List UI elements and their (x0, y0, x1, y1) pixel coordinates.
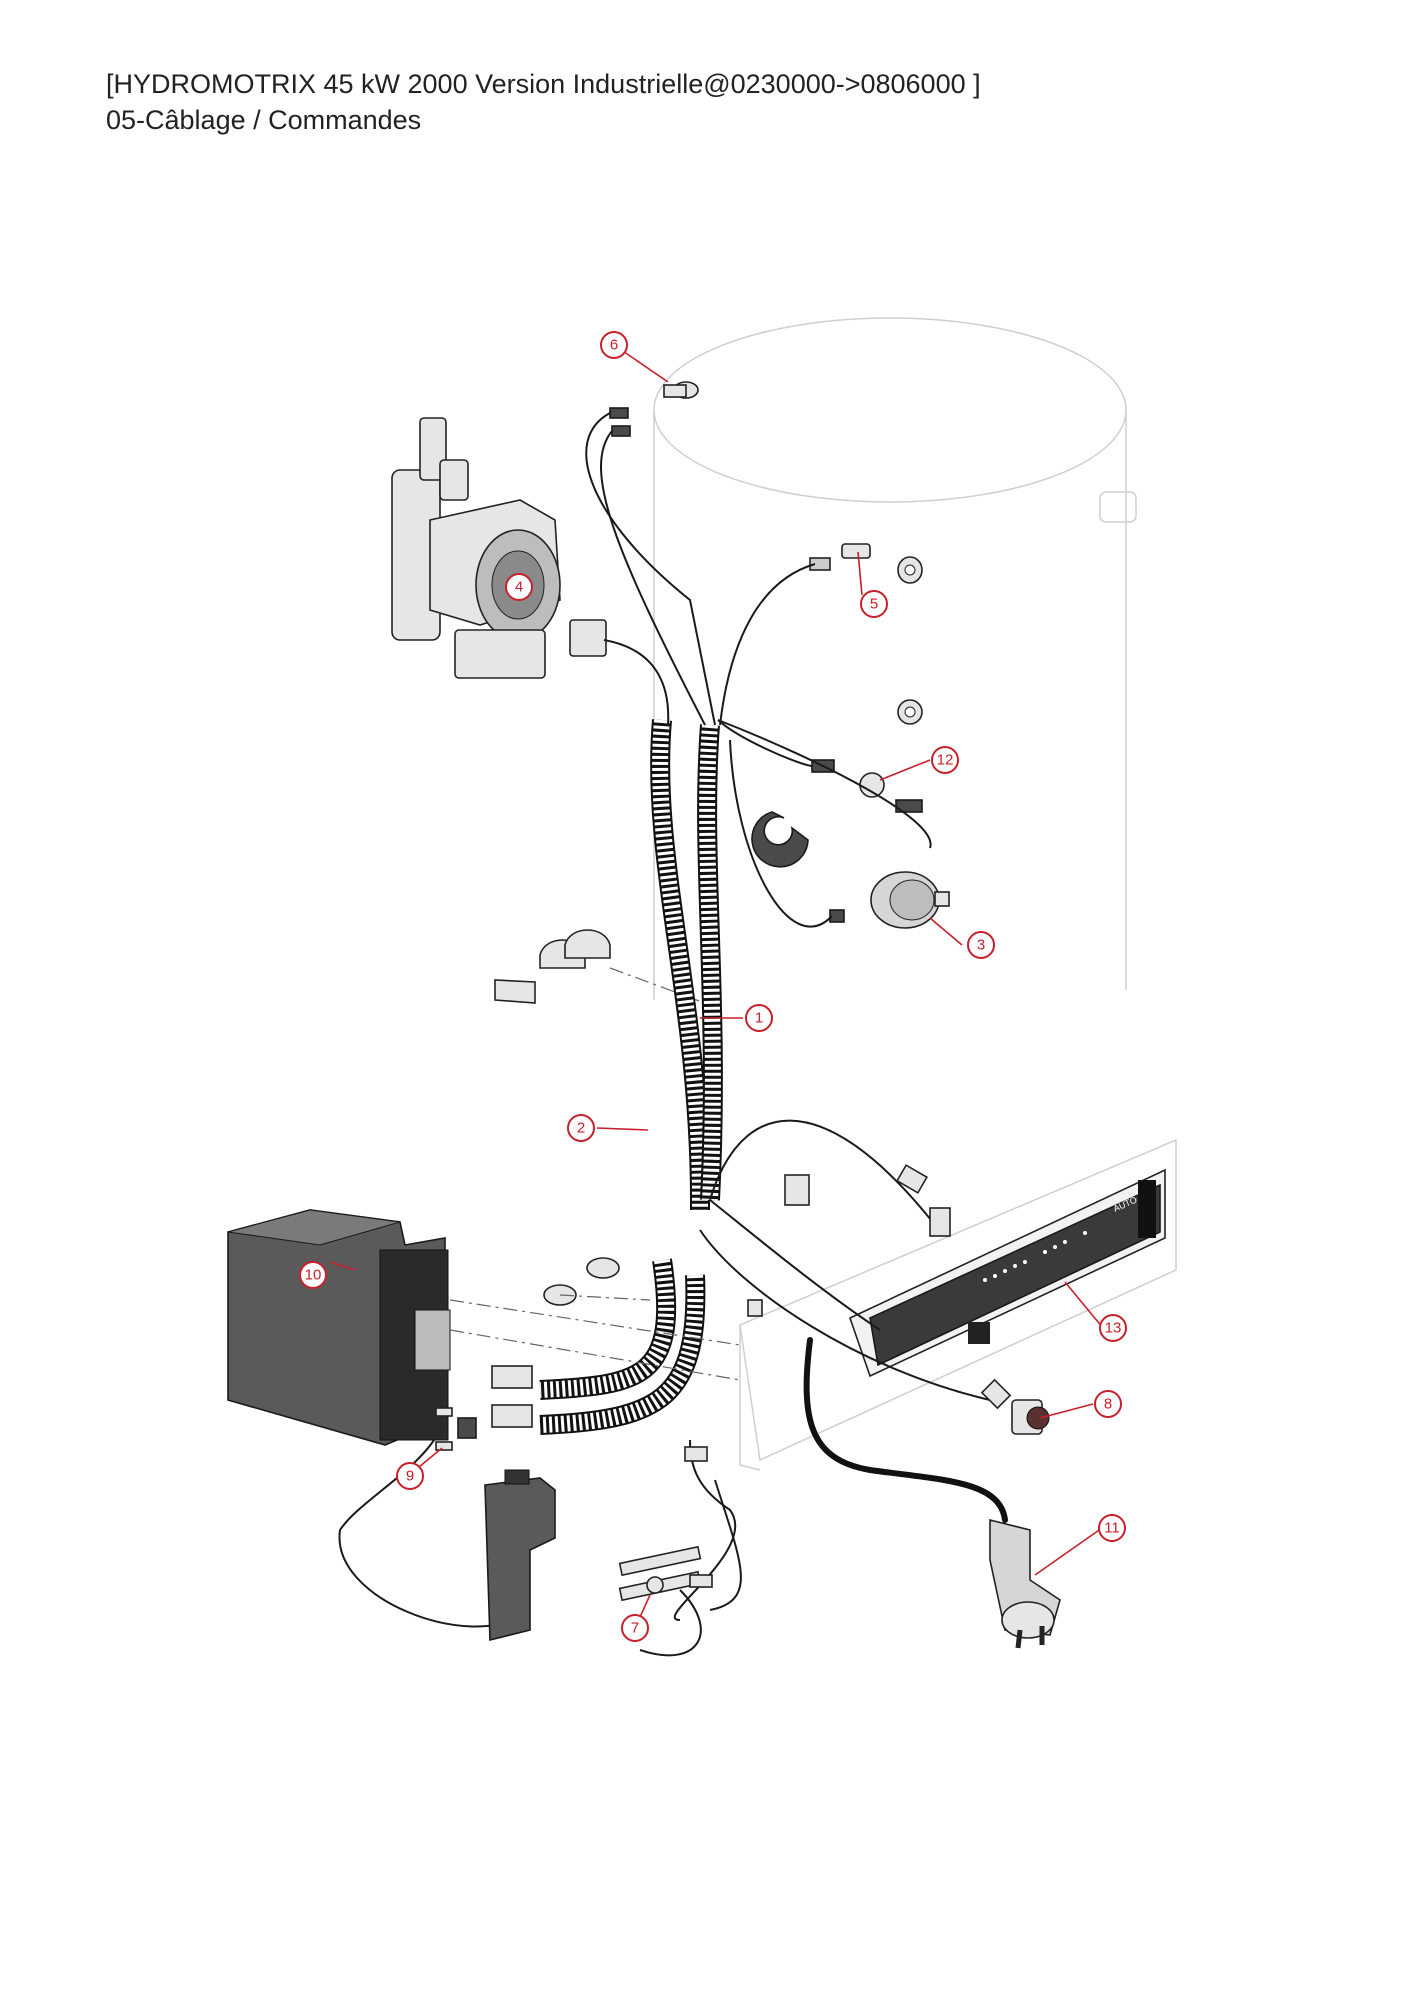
svg-text:1: 1 (755, 1010, 763, 1027)
burner-electrodes-7 (618, 1545, 713, 1602)
callout-1: 1 (745, 1004, 773, 1032)
safety-thermostat-12 (751, 699, 923, 868)
callout-3: 3 (967, 931, 995, 959)
panel-switch (968, 1322, 990, 1344)
control-panel: AUTO (739, 1138, 1177, 1471)
main-switch-8 (980, 1378, 1050, 1435)
callout-8: 8 (1094, 1390, 1122, 1418)
svg-text:5: 5 (870, 596, 878, 613)
callout-12: 12 (931, 746, 959, 774)
circulation-pump (391, 417, 607, 679)
callout-9: 9 (396, 1462, 424, 1490)
callout-6: 6 (600, 331, 628, 359)
thermostat-probe-5 (809, 543, 923, 584)
pressure-gauge-3 (829, 871, 950, 929)
svg-text:10: 10 (305, 1267, 322, 1284)
svg-text:12: 12 (937, 752, 954, 769)
svg-text:7: 7 (631, 1620, 639, 1637)
callout-2: 2 (567, 1114, 595, 1142)
panel-leds (983, 1231, 1087, 1282)
burner-control-box-10 (227, 1209, 741, 1446)
section-title: 05-Câblage / Commandes (106, 105, 422, 135)
callout-11: 11 (1098, 1514, 1126, 1542)
callout-5: 5 (860, 590, 888, 618)
harness-sleeves (539, 719, 723, 1435)
sensor-bulb-6 (609, 381, 699, 437)
mains-plug-11 (989, 1518, 1061, 1649)
page-header: [HYDROMOTRIX 45 kW 2000 Version Industri… (106, 66, 981, 138)
callout-13: 13 (1099, 1314, 1127, 1342)
svg-text:8: 8 (1104, 1396, 1112, 1413)
callout-10: 10 (299, 1261, 327, 1289)
callout-4: 4 (505, 573, 533, 601)
svg-text:9: 9 (406, 1468, 414, 1485)
ignition-lead-9 (435, 1407, 477, 1451)
model-title: [HYDROMOTRIX 45 kW 2000 Version Industri… (106, 69, 981, 99)
svg-text:13: 13 (1105, 1320, 1122, 1337)
tank-outline (653, 317, 1137, 1000)
cable-clips (494, 929, 711, 1306)
callout-7: 7 (621, 1614, 649, 1642)
svg-text:3: 3 (977, 937, 985, 954)
svg-text:2: 2 (577, 1120, 585, 1137)
svg-text:11: 11 (1104, 1520, 1120, 1537)
svg-text:6: 6 (610, 337, 618, 354)
svg-text:4: 4 (515, 579, 523, 596)
harness-connectors (491, 1164, 951, 1462)
ignition-transformer (484, 1469, 556, 1642)
